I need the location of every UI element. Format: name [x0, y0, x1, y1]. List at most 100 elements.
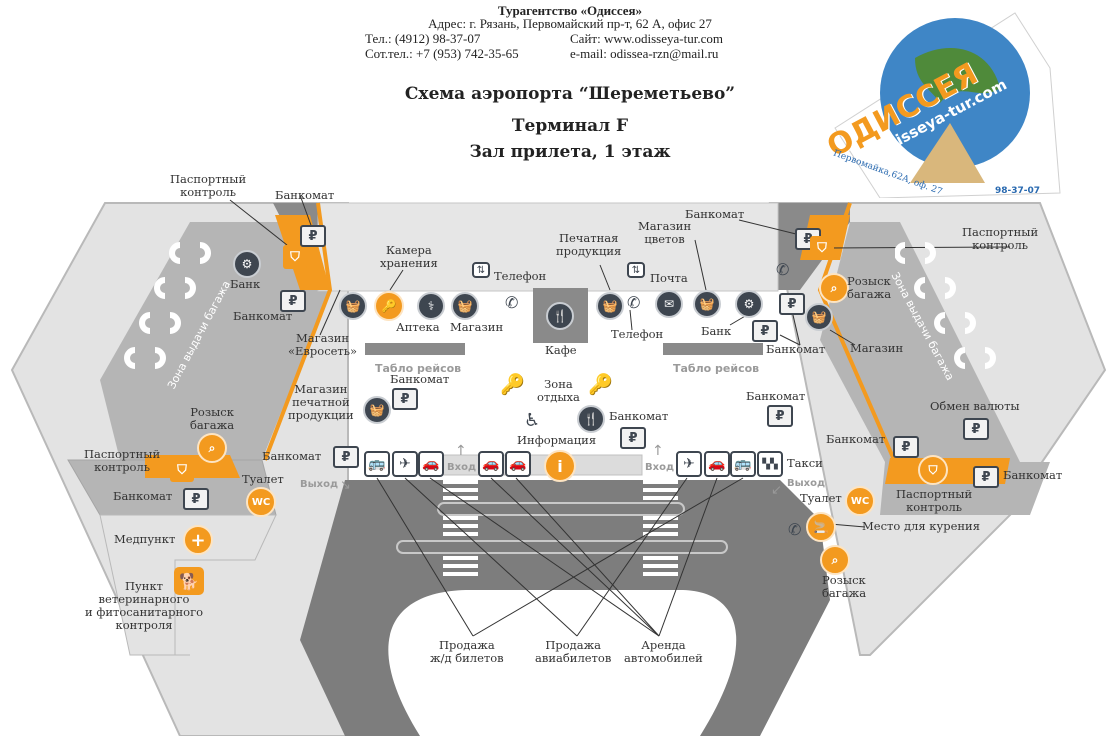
- wheelchair-icon: ♿: [524, 410, 541, 431]
- agency-mobile: Сот.тел.: +7 (953) 742-35-65: [365, 46, 519, 61]
- agency-logo[interactable]: ОДИССЕЯ odisseya-tur.com Первомайка,62А,…: [820, 8, 1070, 199]
- label-shop-center: Магазин: [450, 320, 504, 334]
- label-exit-left: Выход: [300, 479, 339, 490]
- passport-control-icon[interactable]: ⛉: [283, 245, 307, 269]
- wc-icon[interactable]: WC: [845, 486, 875, 516]
- car-icon[interactable]: 🚗: [418, 451, 444, 477]
- passport-control-icon[interactable]: ⛉: [918, 455, 948, 485]
- car-icon[interactable]: 🚗: [704, 451, 730, 477]
- label-exit-right: Выход: [787, 478, 826, 489]
- atm-icon[interactable]: ₽: [893, 436, 919, 458]
- floor-title: Зал прилета, 1 этаж: [469, 142, 671, 162]
- phone-icon[interactable]: ✆: [627, 293, 641, 312]
- label-atm-bottom-right-1: Банкомат: [826, 432, 886, 446]
- shop-evroset-icon[interactable]: 🧺: [339, 292, 367, 320]
- storage-icon[interactable]: 🔑: [374, 291, 404, 321]
- label-atm-left: Банкомат: [233, 309, 293, 323]
- print-shop-icon[interactable]: 🧺: [596, 292, 624, 320]
- cafe-icon[interactable]: 🍴: [577, 405, 605, 433]
- leader-lines: [229, 194, 1011, 637]
- agency-phone: Тел.: (4912) 98-37-07: [365, 31, 481, 46]
- label-post: Почта: [650, 271, 688, 285]
- currency-exchange-icon[interactable]: ₽: [963, 418, 989, 440]
- atm-icon[interactable]: ₽: [300, 225, 326, 247]
- plane-icon[interactable]: ✈: [676, 451, 702, 477]
- phone-icon[interactable]: ✆: [505, 293, 519, 312]
- smoking-area-icon[interactable]: 🚬: [806, 512, 836, 542]
- atm-icon[interactable]: ₽: [333, 446, 359, 468]
- label-medpoint: Медпункт: [114, 532, 176, 546]
- agency-email[interactable]: e-mail: odissea-rzn@mail.ru: [570, 46, 719, 61]
- shop-icon[interactable]: 🧺: [805, 303, 833, 331]
- label-atm-center-3: Банкомат: [746, 389, 806, 403]
- atm-icon[interactable]: ₽: [752, 320, 778, 342]
- label-pharmacy: Аптека: [396, 320, 440, 334]
- atm-icon[interactable]: ₽: [779, 293, 805, 315]
- logo-phone: 98-37-07: [995, 186, 1041, 196]
- label-shop-right: Магазин: [850, 341, 904, 355]
- bus-icon[interactable]: 🚌: [364, 451, 390, 477]
- atm-icon[interactable]: ₽: [620, 427, 646, 449]
- car-icon[interactable]: 🚗: [505, 451, 531, 477]
- atm-icon[interactable]: ₽: [973, 466, 999, 488]
- wc-icon[interactable]: WC: [246, 487, 276, 517]
- shop-icon[interactable]: 🧺: [451, 292, 479, 320]
- atm-icon[interactable]: ₽: [767, 405, 793, 427]
- crosswalk-left: [443, 480, 478, 576]
- island-2: [396, 540, 728, 554]
- central-corridor: [317, 202, 779, 292]
- info-icon[interactable]: i: [544, 450, 576, 482]
- rest-zone-icon: 🔑: [500, 372, 525, 396]
- carousel-icons-right: [894, 242, 996, 369]
- passport-control-icon[interactable]: ⛉: [170, 458, 194, 482]
- baggage-carousels-left: [115, 230, 225, 390]
- label-atm-top-left: Банкомат: [275, 188, 335, 202]
- label-currency-exchange: Обмен валюты: [930, 399, 1020, 413]
- bank-icon[interactable]: ⚙: [233, 250, 261, 278]
- lost-baggage-icon[interactable]: ⌕: [197, 433, 227, 463]
- label-info: Информация: [517, 433, 597, 447]
- bus-icon[interactable]: 🚌: [730, 451, 756, 477]
- atm-icon[interactable]: ₽: [392, 388, 418, 410]
- flower-shop-icon[interactable]: 🧺: [693, 290, 721, 318]
- board-right: [663, 343, 763, 355]
- passport-control-icon[interactable]: ⛉: [810, 236, 834, 260]
- atm-icon[interactable]: ₽: [280, 290, 306, 312]
- pharmacy-icon[interactable]: ⚕: [417, 292, 445, 320]
- lost-baggage-icon[interactable]: ⌕: [819, 273, 849, 303]
- phone-icon[interactable]: ✆: [788, 520, 802, 539]
- taxi-icon[interactable]: ▚▚: [757, 451, 783, 477]
- label-atm-center-1: Банкомат: [390, 372, 450, 386]
- phone-icon[interactable]: ✆: [776, 260, 790, 279]
- label-atm-bottom-right-2: Банкомат: [1003, 468, 1063, 482]
- label-atm-right-mid: Банкомат: [766, 342, 826, 356]
- label-flight-board-left: Табло рейсов: [375, 362, 462, 375]
- label-toilet-left: Туалет: [242, 472, 284, 486]
- label-bank-left: Банк: [230, 277, 261, 291]
- bank-icon[interactable]: ⚙: [735, 290, 763, 318]
- up-arrow-icon: ↑: [455, 443, 467, 459]
- plane-icon[interactable]: ✈: [392, 451, 418, 477]
- print-shop-icon[interactable]: 🧺: [363, 396, 391, 424]
- medpoint-icon[interactable]: +: [183, 525, 213, 555]
- up-arrow-icon: ↑: [652, 443, 664, 459]
- car-icon[interactable]: 🚗: [478, 451, 504, 477]
- label-atm-bottom-left: Банкомат: [262, 449, 322, 463]
- transfer-icon: ⇅: [472, 262, 490, 278]
- agency-address: Адрес: г. Рязань, Первомайский пр-т, 62 …: [428, 16, 712, 31]
- lost-baggage-icon[interactable]: ⌕: [820, 545, 850, 575]
- cafe-icon[interactable]: 🍴: [546, 302, 574, 330]
- baggage-carousels-right: [894, 230, 1015, 390]
- post-icon[interactable]: ✉: [655, 290, 683, 318]
- atm-icon[interactable]: ₽: [183, 488, 209, 510]
- vet-control-icon[interactable]: 🐕: [174, 567, 204, 595]
- agency-site[interactable]: Сайт: www.odisseya-tur.com: [570, 31, 723, 46]
